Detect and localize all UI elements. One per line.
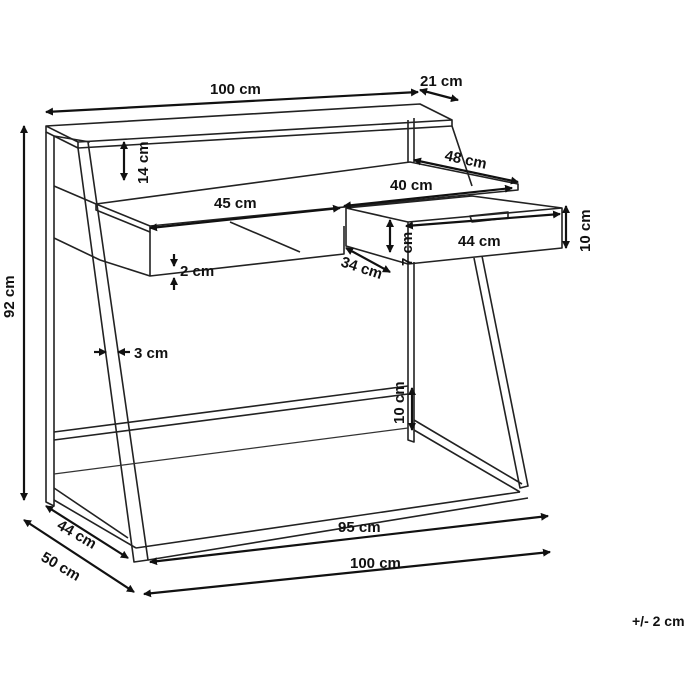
dimension-arrows <box>20 87 570 598</box>
drawer <box>345 195 563 265</box>
label-stretcher-height: 10 cm <box>391 381 408 424</box>
label-compartment-width: 45 cm <box>214 195 257 212</box>
label-shelf-gap: 14 cm <box>135 141 152 184</box>
arrow-drawer-width <box>343 184 513 210</box>
dimension-labels: 100 cm 21 cm 14 cm 48 cm 40 cm 45 cm 7 c… <box>1 73 594 585</box>
arrow-compartment-width <box>149 204 341 232</box>
compartment <box>99 221 345 277</box>
arrow-top-depth <box>419 87 459 103</box>
label-drawer-depth: 34 cm <box>339 254 385 283</box>
arrow-top-width <box>45 88 419 116</box>
arrow-drawer-depth <box>345 247 391 273</box>
arrow-desk-depth <box>413 157 519 185</box>
bottom-rails <box>53 385 529 561</box>
arrow-total-width <box>143 548 551 598</box>
top-shelf <box>45 103 453 149</box>
label-drawer-front: 7 cm <box>399 232 416 266</box>
label-inner-width: 95 cm <box>338 519 381 536</box>
label-top-width: 100 cm <box>210 81 261 98</box>
left-frame <box>45 132 149 563</box>
tolerance-note: +/- 2 cm <box>632 613 685 629</box>
label-drawer-inner: 44 cm <box>458 233 501 250</box>
label-drawer-height: 10 cm <box>577 209 594 252</box>
label-frame-thickness: 3 cm <box>134 345 168 362</box>
label-total-height: 92 cm <box>1 275 18 318</box>
arrow-drawer-inner <box>405 210 561 230</box>
arrow-total-depth <box>23 519 135 593</box>
label-top-depth: 21 cm <box>420 73 463 90</box>
label-drawer-width: 40 cm <box>390 177 433 194</box>
label-panel-thickness: 2 cm <box>180 263 214 280</box>
right-leg-frame <box>407 255 529 493</box>
label-total-width: 100 cm <box>350 555 401 572</box>
back-rail <box>53 427 409 475</box>
